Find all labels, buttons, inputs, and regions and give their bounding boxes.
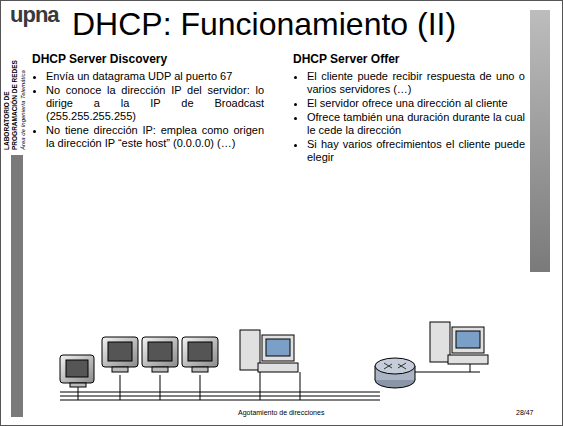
slide-title: DHCP: Funcionamiento (II) [72, 6, 456, 43]
lab-name: LABORATORIO DE PROGRAMACIÓN DE REDES [3, 40, 19, 150]
text-column: DHCP Server DiscoveryEnvía un datagrama … [32, 52, 264, 151]
bullet-item: El servidor ofrece una dirección al clie… [307, 97, 525, 110]
column-heading: DHCP Server Discovery [32, 52, 264, 66]
bullet-item: No tiene dirección IP: emplea como orige… [46, 124, 264, 150]
column-heading: DHCP Server Offer [293, 52, 525, 66]
bullet-item: No conoce la dirección IP del servidor: … [46, 84, 264, 123]
bullet-item: Envía un datagrama UDP al puerto 67 [46, 70, 264, 83]
bullet-item: Ofrece también una duración durante la c… [307, 111, 525, 137]
footer-text: Agotamiento de direcciones [238, 409, 324, 416]
page-number: 28/47 [516, 409, 534, 416]
left-bar [11, 155, 23, 417]
side-caption: LABORATORIO DE PROGRAMACIÓN DE REDESÁrea… [3, 40, 27, 150]
bullet-list: El cliente puede recibir respuesta de un… [293, 70, 525, 164]
bullet-item: El cliente puede recibir respuesta de un… [307, 70, 525, 96]
bullet-item: Si hay varios ofrecimientos el cliente p… [307, 138, 525, 164]
area-name: Área de Ingeniería Telemática [19, 40, 27, 150]
network-illustration [60, 322, 488, 400]
logo-text: upna [10, 2, 59, 28]
bullet-list: Envía un datagrama UDP al puerto 67No co… [32, 70, 264, 150]
right-bar [530, 10, 550, 272]
text-column: DHCP Server Offer El cliente puede recibi… [293, 52, 525, 165]
